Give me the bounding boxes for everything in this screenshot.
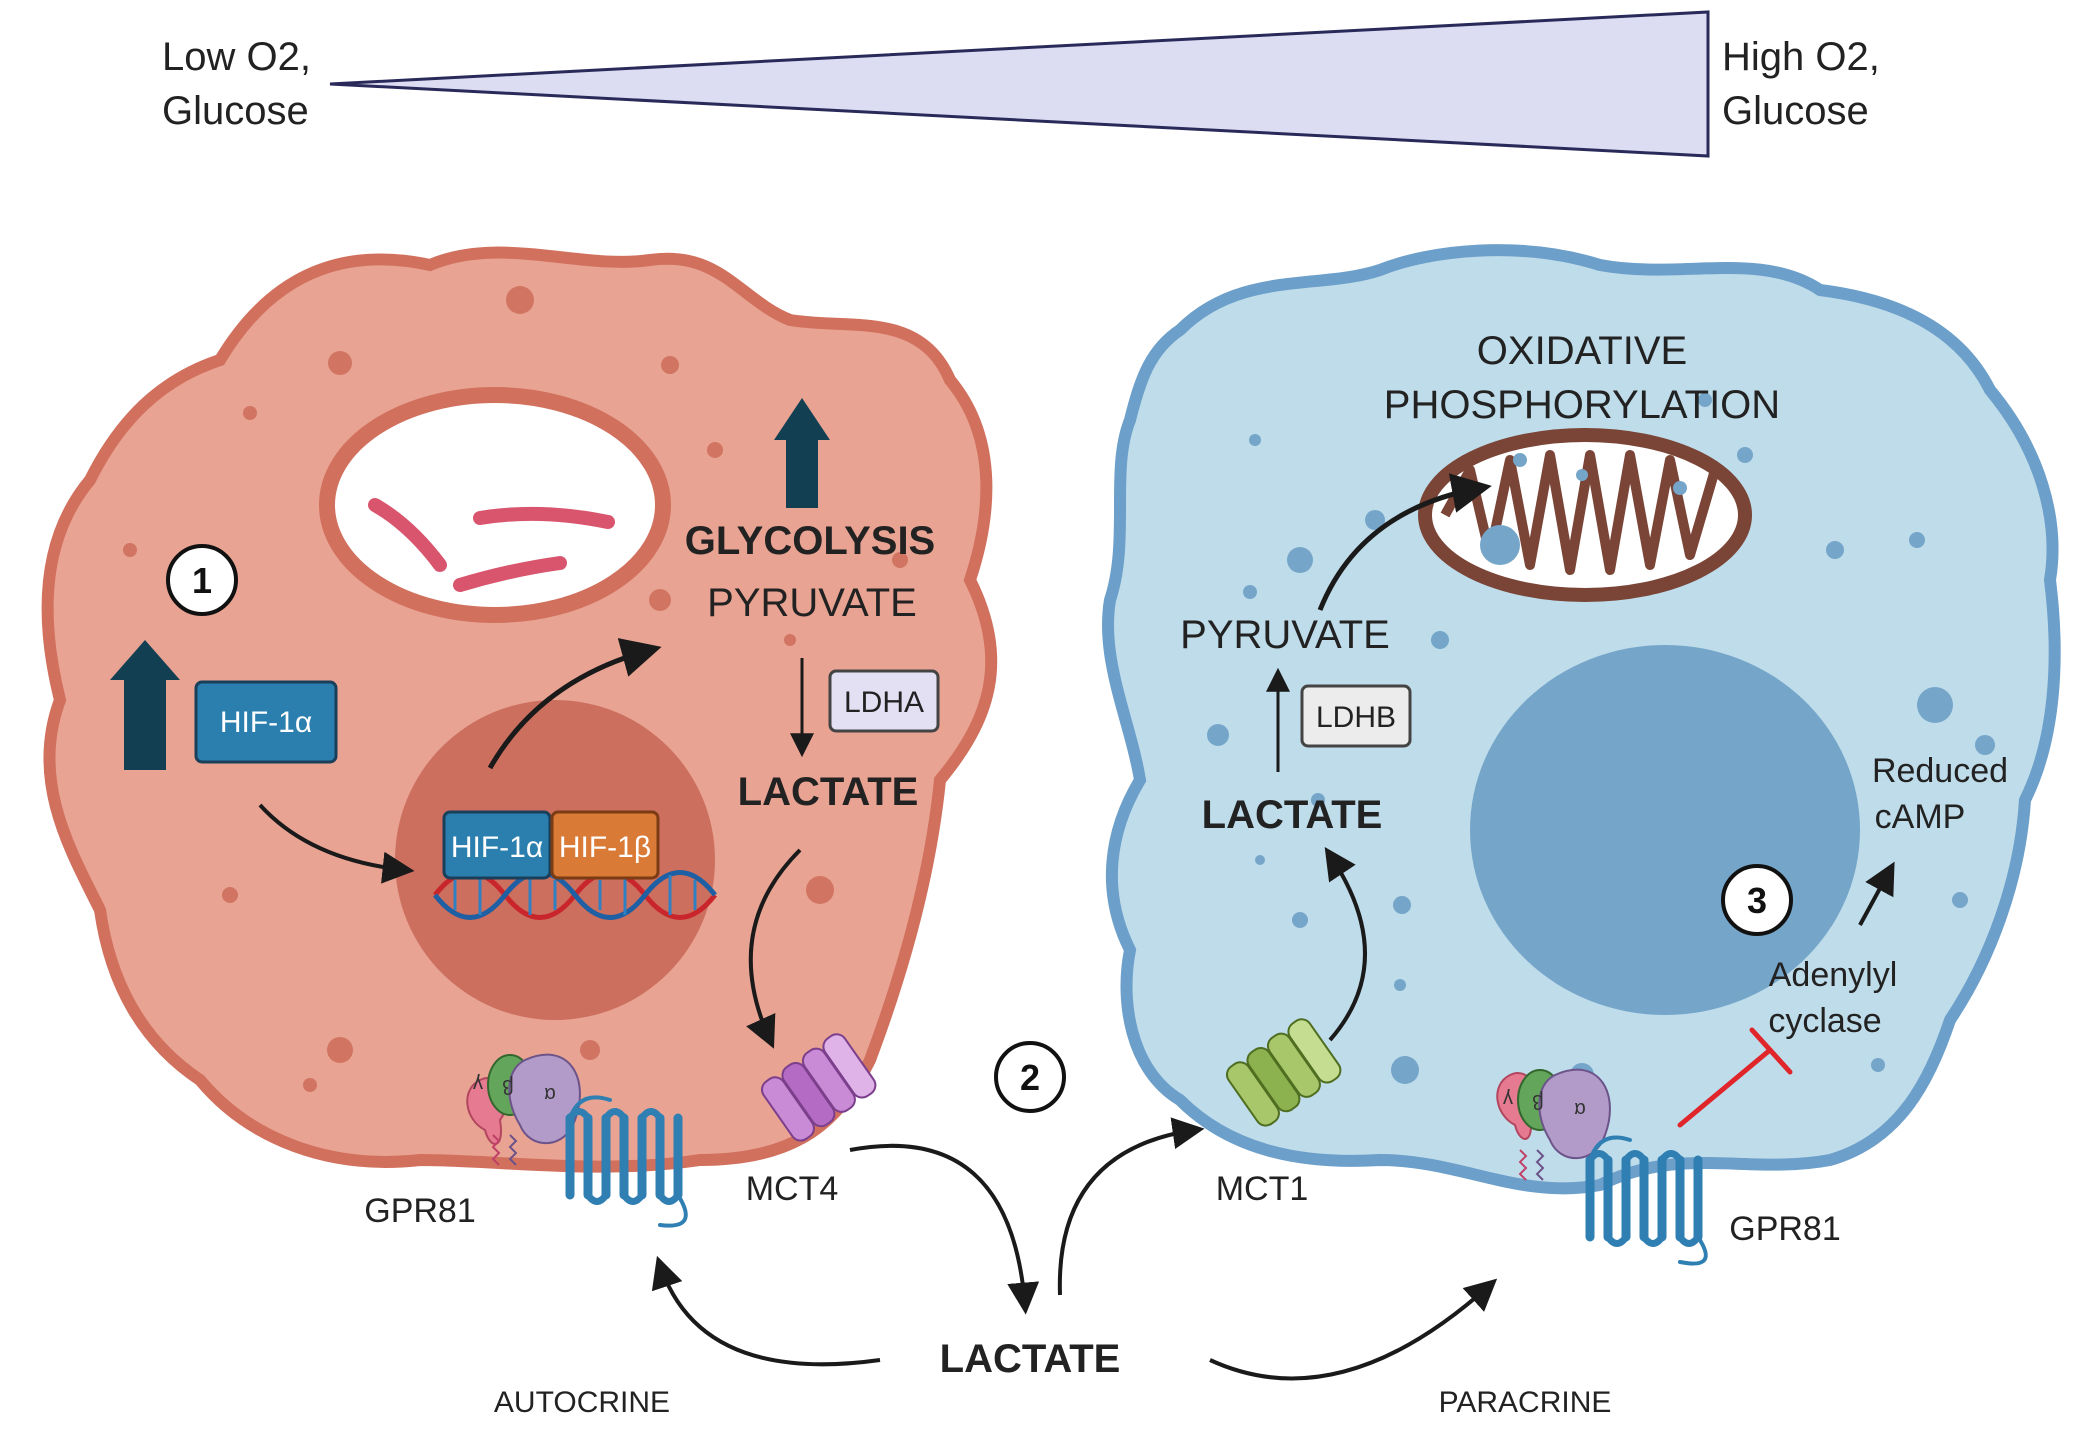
hif1b-dna-label: HIF-1β: [559, 831, 651, 864]
left-lactate-label: LACTATE: [738, 770, 919, 814]
high-o2-label: High O2,: [1722, 35, 1880, 79]
low-o2-label: Low O2,: [162, 35, 311, 79]
reduced-camp-line2: cAMP: [1875, 798, 1966, 836]
step-2-number: 2: [1020, 1057, 1040, 1098]
right-cell-vesicles: [1207, 393, 1995, 1087]
right-gpr81-receptor: [1585, 1135, 1708, 1266]
glycolytic-cell: HIF-1α HIF-1β 1 HIF-1α GLYCOLYSIS PYRUVA…: [41, 246, 998, 1230]
hif1b-dna-box: [550, 810, 660, 880]
hif1a-box-label: HIF-1α: [220, 706, 312, 739]
ldha-label: LDHA: [844, 686, 924, 719]
hif1a-box: [194, 680, 338, 764]
nucleus-to-pyruvate-arrow: [487, 638, 662, 770]
step-1-badge: [166, 544, 238, 616]
left-cell-vesicles: [123, 286, 908, 1092]
extracellular-lactate-label: LACTATE: [940, 1337, 1121, 1381]
right-pyruvate-label: PYRUVATE: [1180, 613, 1390, 657]
mct4-transporter: [760, 1033, 877, 1142]
lactate-to-mct4-arrow: [746, 848, 802, 1049]
hif1a-dna-box: [442, 810, 552, 880]
adenylyl-to-camp-arrow: [1858, 861, 1895, 926]
gradient-triangle: [329, 10, 1710, 158]
left-g-beta: β: [502, 1075, 514, 1097]
left-gpr81-label: GPR81: [364, 1192, 476, 1230]
left-vacuole: [319, 387, 671, 623]
left-g-alpha: α: [544, 1083, 556, 1105]
mct1-transporter: [1225, 1018, 1342, 1127]
mitochondrion: [1418, 428, 1752, 602]
ldhb-box: [1300, 684, 1412, 748]
step-3-number: 3: [1747, 880, 1767, 921]
extracellular-space: 2 LACTATE AUTOCRINE PARACRINE: [494, 1041, 1612, 1419]
right-g-gamma: γ: [1503, 1088, 1513, 1110]
reduced-camp-line1: Reduced: [1872, 752, 2008, 790]
adenylyl-cyclase-line2: cyclase: [1768, 1002, 1881, 1040]
step-1-number: 1: [192, 560, 212, 601]
gradient-wedge: Low O2, Glucose High O2, Glucose: [162, 10, 1880, 158]
left-g-protein: γ β α: [466, 1053, 581, 1166]
oxphos-label-line1: OXIDATIVE: [1477, 329, 1687, 373]
right-g-alpha: α: [1574, 1098, 1586, 1120]
paracrine-arrow: [1209, 1278, 1498, 1381]
right-g-protein: γ β α: [1496, 1068, 1611, 1181]
autocrine-arrow: [651, 1255, 881, 1367]
glycolysis-up-arrow: [774, 398, 830, 508]
autocrine-label: AUTOCRINE: [494, 1386, 670, 1419]
hif1a-dna-label: HIF-1α: [451, 831, 543, 864]
hif1a-up-arrow: [110, 640, 180, 770]
mct4-to-lactate-arrow: [849, 1143, 1040, 1315]
paracrine-label: PARACRINE: [1439, 1386, 1612, 1419]
high-glucose-label: Glucose: [1722, 89, 1869, 133]
adenylyl-cyclase-line1: Adenylyl: [1769, 956, 1898, 994]
step-3-badge: [1721, 864, 1793, 936]
mct4-label: MCT4: [746, 1170, 839, 1208]
oxphos-label-line2: PHOSPHORYLATION: [1384, 383, 1780, 427]
left-gpr81-receptor: [565, 1095, 688, 1228]
ldha-box: [828, 669, 940, 733]
right-gpr81-label: GPR81: [1729, 1210, 1841, 1248]
gpr81-inhibits-adenylyl-cyclase: [1677, 1027, 1793, 1128]
right-lactate-label: LACTATE: [1202, 793, 1383, 837]
left-organelles: [368, 498, 615, 592]
glycolysis-label: GLYCOLYSIS: [685, 519, 935, 563]
mct1-to-lactate-arrow: [1324, 847, 1367, 1042]
mct1-label: MCT1: [1216, 1170, 1309, 1208]
left-pyruvate-label: PYRUVATE: [707, 581, 917, 625]
low-glucose-label: Glucose: [162, 89, 309, 133]
left-g-gamma: γ: [473, 1073, 483, 1095]
lactate-to-mct1-arrow: [1057, 1117, 1205, 1296]
step-2-badge: [994, 1041, 1066, 1113]
right-g-beta: β: [1532, 1090, 1544, 1112]
oxidative-cell: OXIDATIVE PHOSPHORYLATION PYRUVATE LDHB …: [1101, 244, 2061, 1266]
ldhb-label: LDHB: [1316, 701, 1396, 734]
pyruvate-to-mitochondrion-arrow: [1317, 473, 1492, 611]
hif1a-to-nucleus-arrow: [258, 803, 415, 884]
